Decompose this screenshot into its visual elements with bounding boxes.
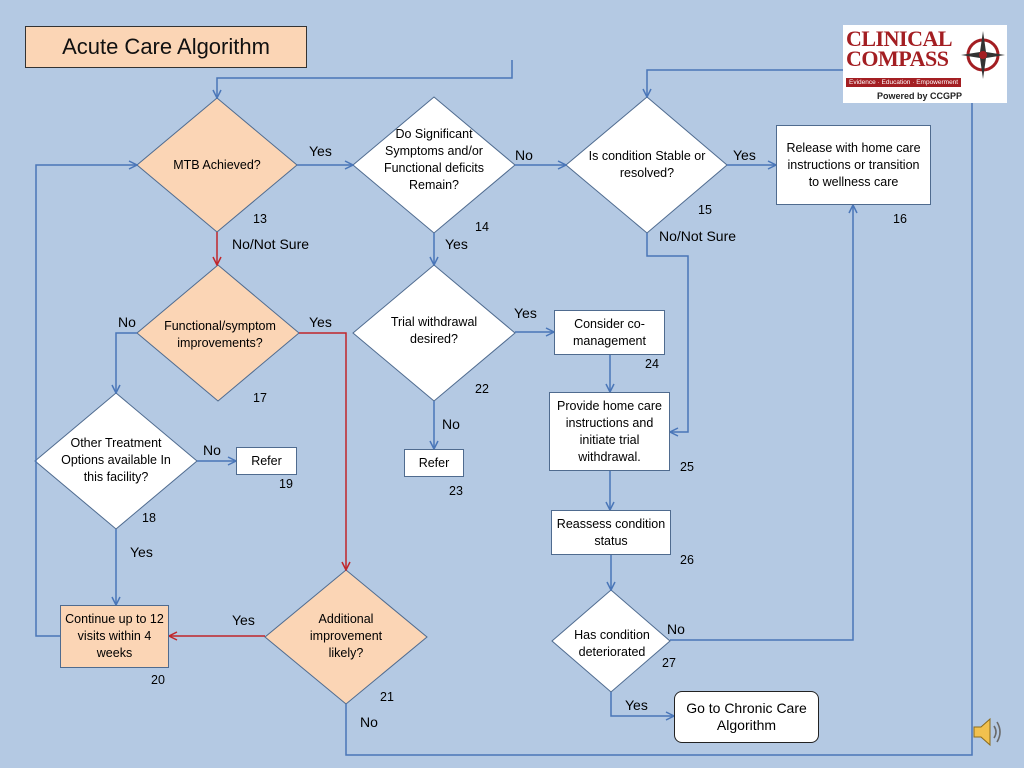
reassess-box: Reassess condition status xyxy=(551,510,671,555)
speaker-icon[interactable] xyxy=(970,714,1004,750)
mtb-no-label: No/Not Sure xyxy=(232,236,310,252)
chronic-care-box: Go to Chronic Care Algorithm xyxy=(674,691,819,743)
mtb-text: MTB Achieved? xyxy=(173,157,261,172)
release-number: 16 xyxy=(893,212,907,226)
significant-no-label: No xyxy=(515,147,533,163)
refer-23-number: 23 xyxy=(449,484,463,498)
release-box: Release with home care instructions or t… xyxy=(776,125,931,205)
additional-number: 21 xyxy=(380,690,394,704)
logo-name: CLINICAL COMPASS xyxy=(846,26,951,71)
deteriorated-text: Has condition deteriorated xyxy=(574,628,650,659)
home-care-number: 25 xyxy=(680,460,694,474)
mtb-number: 13 xyxy=(253,212,267,226)
other-treatment-text: Other Treatment Options available In thi… xyxy=(61,435,171,484)
comanage-number: 24 xyxy=(645,357,659,371)
additional-text: Additional improvement likely? xyxy=(309,611,383,660)
other-yes-label: Yes xyxy=(130,544,153,560)
deteriorated-yes-label: Yes xyxy=(625,697,648,713)
logo-tagline: Evidence · Education · Empowerment xyxy=(846,78,962,87)
mtb-yes-label: Yes xyxy=(309,143,332,159)
clinical-compass-logo: CLINICAL COMPASS Evidence · Education · … xyxy=(843,25,1007,103)
significant-yes-label: Yes xyxy=(445,236,468,252)
other-treatment-number: 18 xyxy=(142,511,156,525)
significant-text: Do Significant Symptoms and/or Functiona… xyxy=(383,127,485,192)
continue-box: Continue up to 12 visits within 4 weeks xyxy=(60,605,169,668)
trial-number: 22 xyxy=(475,382,489,396)
functional-text: Functional/symptom improvements? xyxy=(164,319,276,350)
trial-yes-label: Yes xyxy=(514,305,537,321)
refer-19-box: Refer xyxy=(236,447,297,475)
logo-powered-by: Powered by CCGPP xyxy=(877,91,963,101)
refer-23-box: Refer xyxy=(404,449,464,477)
refer-19-number: 19 xyxy=(279,477,293,491)
functional-number: 17 xyxy=(253,391,267,405)
significant-number: 14 xyxy=(475,220,489,234)
additional-yes-label: Yes xyxy=(232,612,255,628)
diamond-functional xyxy=(136,264,300,402)
compass-icon xyxy=(961,31,1005,79)
other-no-label: No xyxy=(203,442,221,458)
reassess-number: 26 xyxy=(680,553,694,567)
stable-no-label: No/Not Sure xyxy=(659,228,737,244)
deteriorated-no-label: No xyxy=(667,621,685,637)
additional-no-label: No xyxy=(360,714,378,730)
home-care-box: Provide home care instructions and initi… xyxy=(549,392,670,471)
stable-yes-label: Yes xyxy=(733,147,756,163)
functional-yes-label: Yes xyxy=(309,314,332,330)
stable-text: Is condition Stable or resolved? xyxy=(588,149,706,180)
stable-number: 15 xyxy=(698,203,712,217)
comanage-box: Consider co-management xyxy=(554,310,665,355)
trial-no-label: No xyxy=(442,416,460,432)
continue-number: 20 xyxy=(151,673,165,687)
page-title: Acute Care Algorithm xyxy=(25,26,307,68)
deteriorated-number: 27 xyxy=(662,656,676,670)
trial-text: Trial withdrawal desired? xyxy=(390,315,478,346)
functional-no-label: No xyxy=(118,314,136,330)
